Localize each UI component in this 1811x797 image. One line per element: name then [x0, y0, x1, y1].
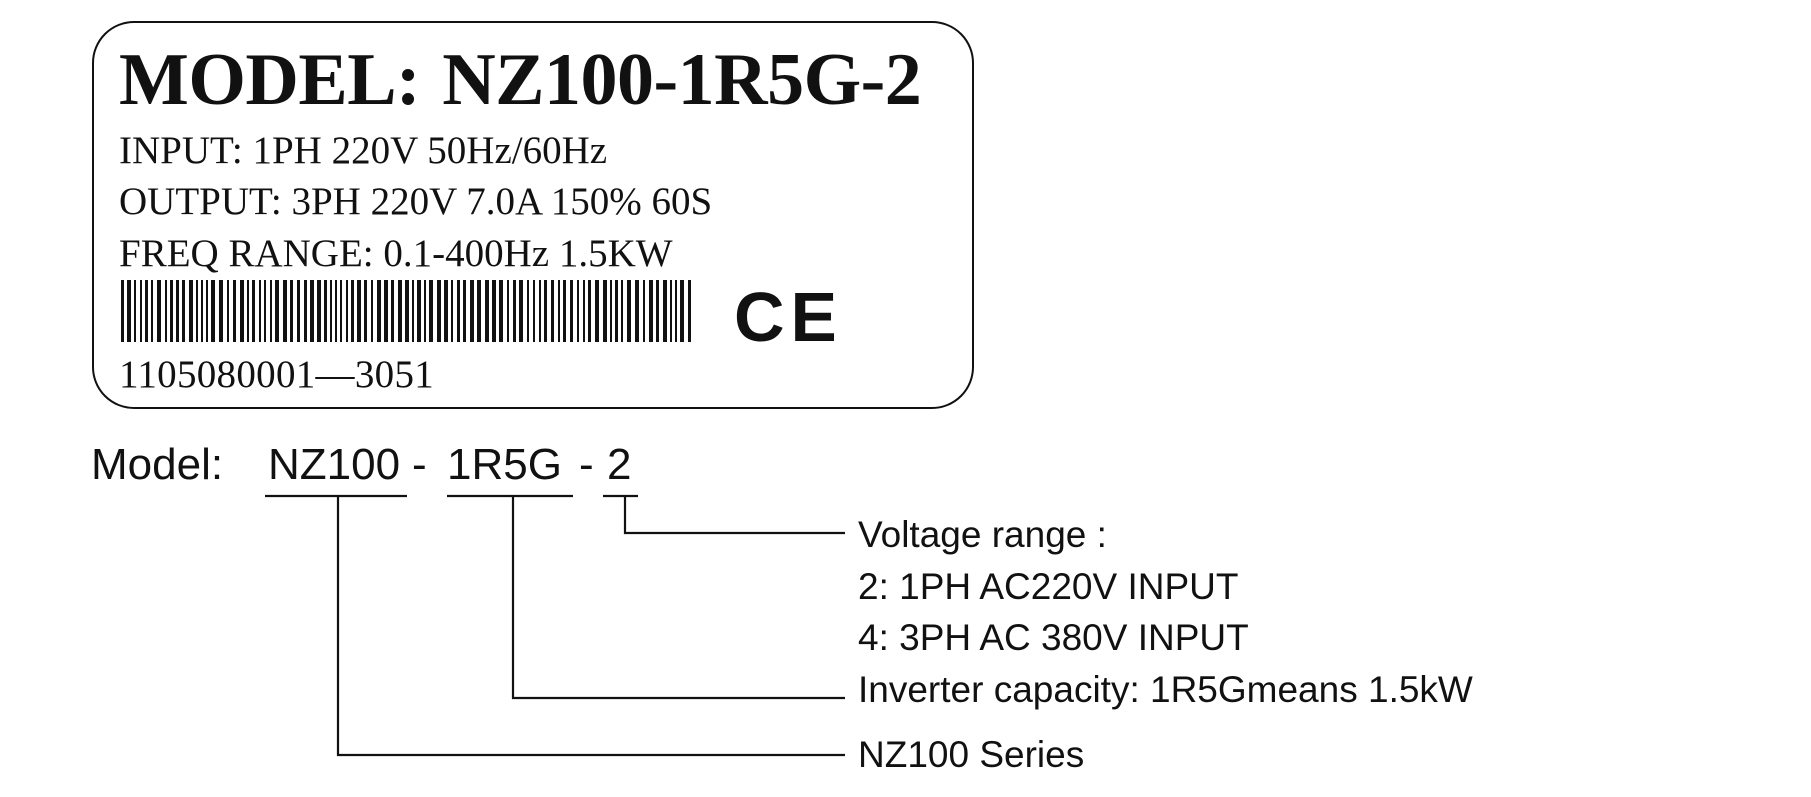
nameplate-freq-line: FREQ RANGE: 0.1-400Hz 1.5KW — [119, 232, 673, 275]
barcode — [121, 280, 691, 342]
voltage-option-4: 4: 3PH AC 380V INPUT — [858, 617, 1249, 658]
nameplate-model-title: MODEL:NZ100-1R5G-2 — [119, 43, 922, 117]
nameplate: MODEL:NZ100-1R5G-2 INPUT: 1PH 220V 50Hz/… — [92, 21, 974, 409]
series-description: NZ100 Series — [858, 734, 1085, 775]
voltage-option-2: 2: 1PH AC220V INPUT — [858, 566, 1239, 607]
code-separator-2: - — [579, 440, 594, 489]
nameplate-input-line: INPUT: 1PH 220V 50Hz/60Hz — [119, 129, 608, 172]
leader-capacity — [511, 496, 845, 700]
ce-mark-icon: CE — [734, 285, 834, 345]
inverter-capacity-description: Inverter capacity: 1R5Gmeans 1.5kW — [858, 669, 1473, 710]
voltage-range-heading: Voltage range : — [858, 514, 1107, 555]
model-title-value: NZ100-1R5G-2 — [442, 39, 922, 121]
leader-series — [336, 496, 845, 757]
code-segment-capacity: 1R5G — [447, 440, 562, 489]
code-segment-series: NZ100 — [268, 440, 401, 489]
leader-voltage — [623, 496, 845, 535]
code-segment-voltage: 2 — [607, 440, 632, 489]
svg-text:CE: CE — [734, 285, 834, 345]
code-label: Model: — [91, 440, 224, 489]
model-title-key: MODEL: — [119, 39, 421, 121]
code-separator-1: - — [412, 440, 427, 489]
nameplate-output-line: OUTPUT: 3PH 220V 7.0A 150% 60S — [119, 180, 713, 223]
nameplate-serial-number: 1105080001—3051 — [119, 353, 435, 396]
